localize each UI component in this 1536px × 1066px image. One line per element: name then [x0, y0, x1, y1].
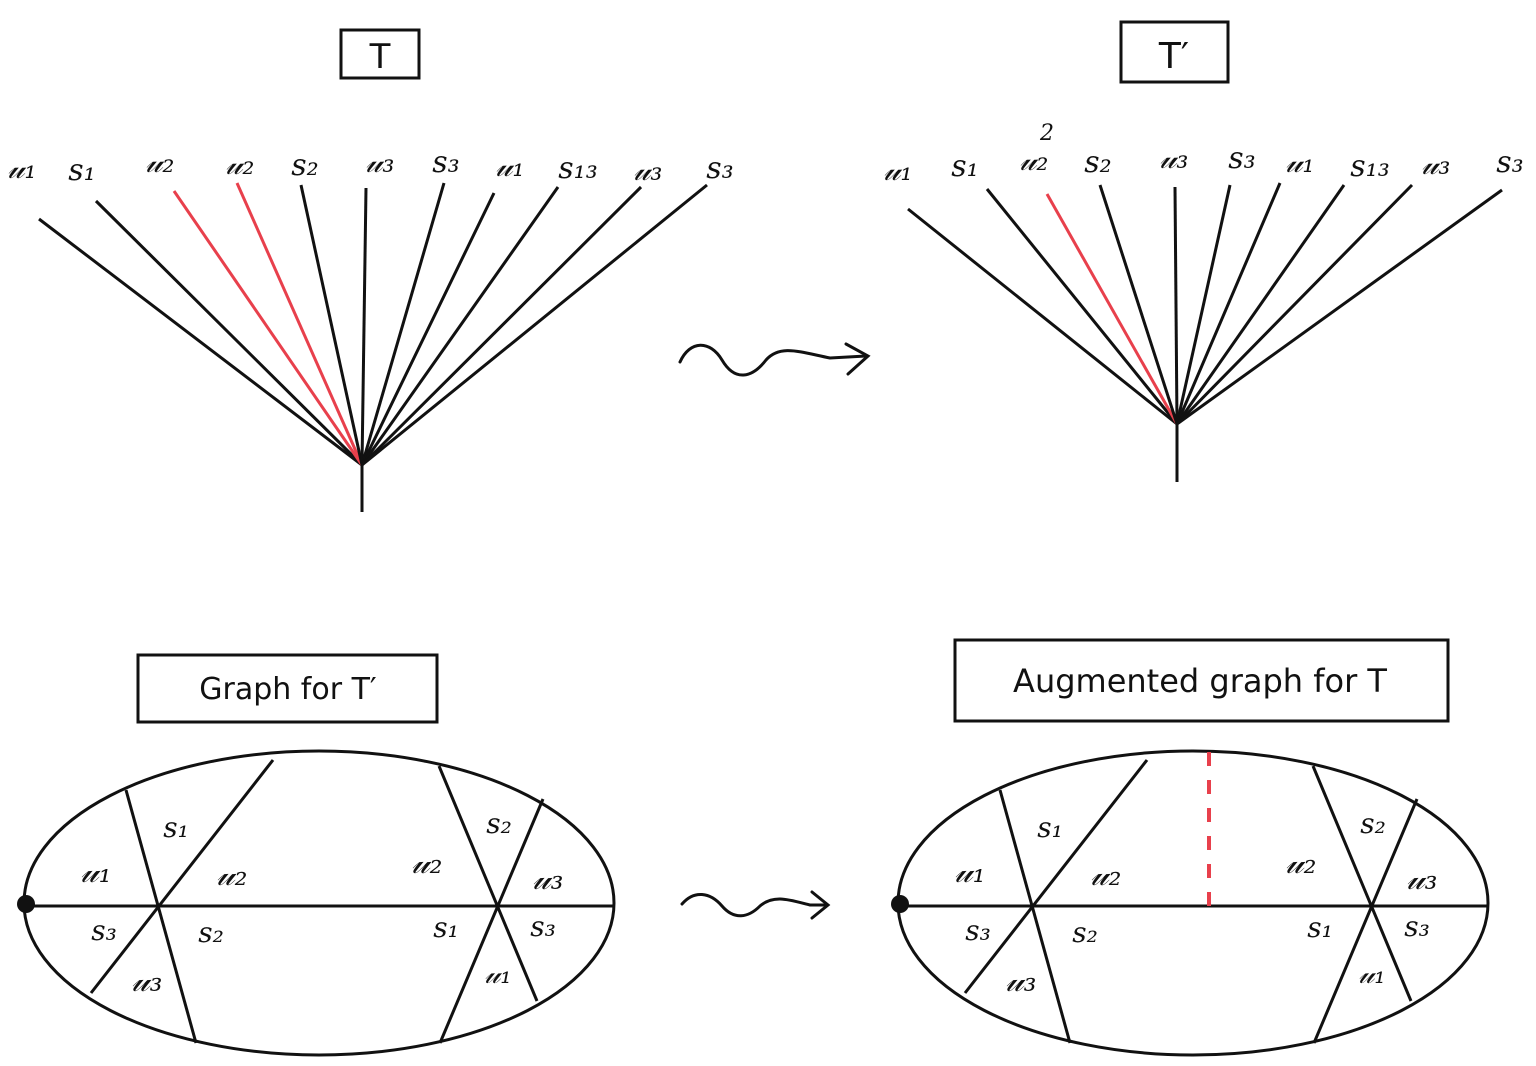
edge — [360, 182, 446, 466]
region-label: 𝓊₂ — [217, 855, 248, 893]
leaf-label: s₁ — [951, 149, 978, 184]
tree-T-prime-title: T′ — [1158, 36, 1189, 77]
leaf-label: s₃ — [706, 151, 733, 186]
edge — [360, 192, 496, 466]
region-label: 𝓊₃ — [1006, 961, 1037, 999]
tree-T-edges — [38, 182, 708, 467]
leaf-label: s₂ — [1084, 145, 1111, 180]
tree-T-prime-labels: 𝓊₁ s₁ 𝓊₂ s₂ 𝓊₃ s₃ 𝓊₁ s₁₃ 𝓊₃ s₃ — [884, 141, 1524, 188]
region-label: 𝓊₁ — [81, 852, 112, 890]
leaf-label: 𝓊₃ — [366, 145, 395, 180]
region-label: s₂ — [1072, 916, 1098, 949]
graph-T-prime-panel: Graph for T′ s₁ 𝓊₁ 𝓊₂ s₃ s₂ 𝓊₃ s₂ 𝓊₂ 𝓊₃ … — [17, 653, 616, 1057]
region-label: 𝓊₁ — [1358, 957, 1385, 990]
graph-T-prime-title-box — [136, 653, 439, 724]
region-label: 𝓊₃ — [1407, 859, 1438, 897]
marked-point — [17, 895, 35, 913]
region-label: s₁ — [433, 911, 459, 944]
graph-T-augmented-title-box — [953, 638, 1450, 723]
leaf-label: 𝓊₃ — [634, 153, 663, 188]
leaf-label: 𝓊₁ — [884, 153, 913, 188]
edge — [437, 765, 539, 1002]
edge — [299, 184, 364, 466]
edge — [1098, 184, 1179, 425]
leaf-label: s₁ — [68, 153, 95, 188]
region-label: s₃ — [965, 914, 991, 947]
leaf-label: s₃ — [1228, 141, 1255, 176]
region-label: 𝓊₁ — [955, 852, 986, 890]
region-label: 𝓊₂ — [1091, 855, 1122, 893]
region-label: 𝓊₃ — [132, 961, 163, 999]
edge — [438, 798, 545, 1044]
edge — [963, 759, 1149, 994]
edge — [124, 789, 198, 1044]
leaf-label: 𝓊₂ — [1020, 143, 1049, 178]
squiggle-arrow-icon — [680, 890, 831, 920]
tree-T-title: T — [369, 37, 391, 77]
edge — [985, 188, 1179, 425]
edge — [89, 759, 275, 994]
edge — [360, 186, 560, 466]
region-label: 𝓊₁ — [484, 957, 511, 990]
tree-T-prime-title-box — [1119, 20, 1230, 84]
region-label: s₁ — [1307, 911, 1333, 944]
leaf-label: 𝓊₁ — [496, 149, 525, 184]
region-label: s₁ — [163, 811, 189, 844]
region-label: 𝓊₃ — [533, 859, 564, 897]
leaf-label: 𝓊₃ — [1160, 141, 1189, 176]
edge — [94, 199, 364, 467]
graph-T-augmented-title: Augmented graph for T — [1013, 662, 1387, 700]
tree-T-prime-edges — [907, 182, 1503, 426]
leaf-label: 𝓊₁ — [1286, 145, 1315, 180]
edge — [907, 207, 1178, 426]
highlighted-edge — [172, 190, 364, 466]
region-label: s₂ — [486, 807, 512, 840]
leaf-label: s₂ — [291, 148, 318, 183]
edge — [38, 217, 363, 467]
edge — [360, 185, 643, 467]
region-label: s₃ — [1404, 910, 1430, 943]
region-label: 𝓊₂ — [412, 843, 443, 881]
leaf-label: s₃ — [1496, 145, 1523, 180]
edge — [1312, 798, 1419, 1044]
edge — [1176, 188, 1503, 426]
edge — [361, 183, 708, 467]
region-label: 𝓊₂ — [1286, 843, 1317, 881]
leaf-label: s₁₃ — [558, 151, 597, 186]
edge — [1173, 186, 1179, 425]
tree-T-prime-panel: T′ 𝓊₁ s₁ 𝓊₂ s₂ 𝓊₃ s₃ 𝓊₁ s₁₃ 𝓊₃ s₃ 2 — [884, 20, 1524, 482]
leaf-label: s₁₃ — [1350, 149, 1389, 184]
graph-T-prime-boundary — [22, 749, 616, 1057]
marked-point — [891, 895, 909, 913]
leaf-label: 𝓊₁ — [8, 151, 37, 186]
edge — [1175, 182, 1282, 425]
region-label: s₁ — [1037, 811, 1063, 844]
edge — [1175, 184, 1232, 425]
tree-T-panel: T 𝓊₁ s₁ 𝓊₂ 𝓊₂ s₂ 𝓊₃ s₃ 𝓊₁ s₁₃ 𝓊₃ s₃ — [8, 28, 734, 512]
edge — [1311, 765, 1413, 1002]
squiggle-arrow-icon — [678, 342, 871, 377]
region-label: s₂ — [198, 916, 224, 949]
leaf-label: 𝓊₂ — [226, 147, 255, 182]
leaf-label: s₃ — [432, 145, 459, 180]
edge — [1175, 184, 1346, 425]
leaf-label: 𝓊₂ — [146, 145, 175, 180]
edge — [1175, 183, 1414, 426]
region-label: s₃ — [530, 910, 556, 943]
highlighted-edge — [1045, 193, 1179, 425]
u2-superscript: 2 — [1039, 121, 1054, 146]
graph-T-augmented-boundary — [896, 749, 1490, 1057]
edge — [360, 187, 368, 466]
edge — [998, 789, 1072, 1044]
graph-T-augmented-panel: Augmented graph for T s₁ 𝓊₁ 𝓊₂ s₃ s₂ 𝓊₃ … — [891, 638, 1490, 1057]
region-label: s₂ — [1360, 807, 1386, 840]
tree-T-labels: 𝓊₁ s₁ 𝓊₂ 𝓊₂ s₂ 𝓊₃ s₃ 𝓊₁ s₁₃ 𝓊₃ s₃ — [8, 145, 734, 188]
tree-T-title-box — [339, 28, 421, 80]
leaf-label: 𝓊₃ — [1422, 147, 1451, 182]
graph-T-prime-title: Graph for T′ — [199, 672, 377, 707]
region-label: s₃ — [91, 914, 117, 947]
highlighted-edge — [235, 182, 364, 466]
